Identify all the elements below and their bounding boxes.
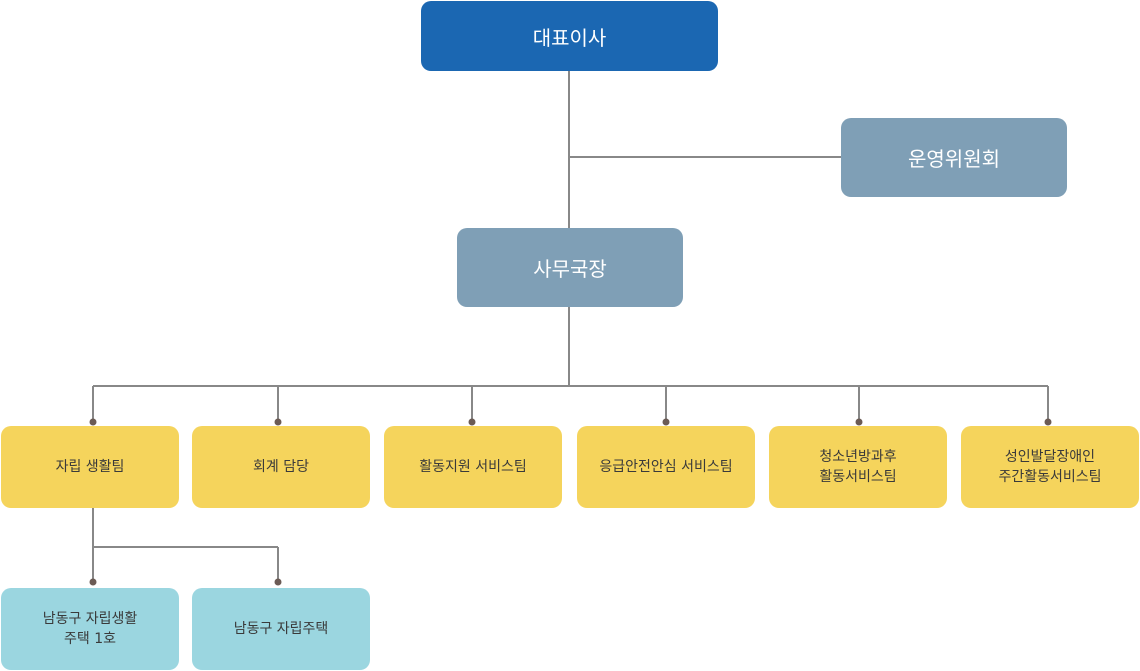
sub-unit-label-1: 남동구 자립생활 주택 1호 — [42, 611, 138, 647]
team-label-3: 활동지원 서비스팀 — [419, 459, 527, 475]
team-label-1: 자립 생활팀 — [55, 459, 125, 475]
team-node-4: 응급안전안심 서비스팀 — [577, 426, 755, 508]
team-label-2: 회계 담당 — [253, 459, 309, 475]
sub-unit-label-2: 남동구 자립주택 — [233, 621, 329, 637]
team-node-2: 회계 담당 — [192, 426, 370, 508]
dot-team-5 — [855, 418, 863, 426]
team-node-6: 성인발달장애인 주간활동서비스팀 — [961, 426, 1139, 508]
dot-team-4 — [662, 418, 670, 426]
committee-label: 운영위원회 — [908, 147, 1000, 171]
dot-sub-1 — [89, 578, 97, 586]
dot-team-6 — [1044, 418, 1052, 426]
team-label-6: 성인발달장애인 주간활동서비스팀 — [998, 449, 1102, 485]
sub-unit-node-2: 남동구 자립주택 — [192, 588, 370, 670]
team-node-1: 자립 생활팀 — [1, 426, 179, 508]
secretary-general-label: 사무국장 — [533, 257, 607, 281]
secretary-general-node: 사무국장 — [457, 228, 683, 307]
dot-team-1 — [89, 418, 97, 426]
ceo-label: 대표이사 — [532, 25, 607, 50]
dot-team-2 — [274, 418, 282, 426]
sub-unit-node-1: 남동구 자립생활 주택 1호 — [1, 588, 179, 670]
team-node-5: 청소년방과후 활동서비스팀 — [769, 426, 947, 508]
dot-sub-2 — [274, 578, 282, 586]
ceo-node: 대표이사 — [421, 1, 718, 71]
dot-team-3 — [468, 418, 476, 426]
committee-node: 운영위원회 — [841, 118, 1067, 197]
team-node-3: 활동지원 서비스팀 — [384, 426, 562, 508]
team-label-4: 응급안전안심 서비스팀 — [599, 459, 733, 475]
team-label-5: 청소년방과후 활동서비스팀 — [819, 449, 897, 485]
